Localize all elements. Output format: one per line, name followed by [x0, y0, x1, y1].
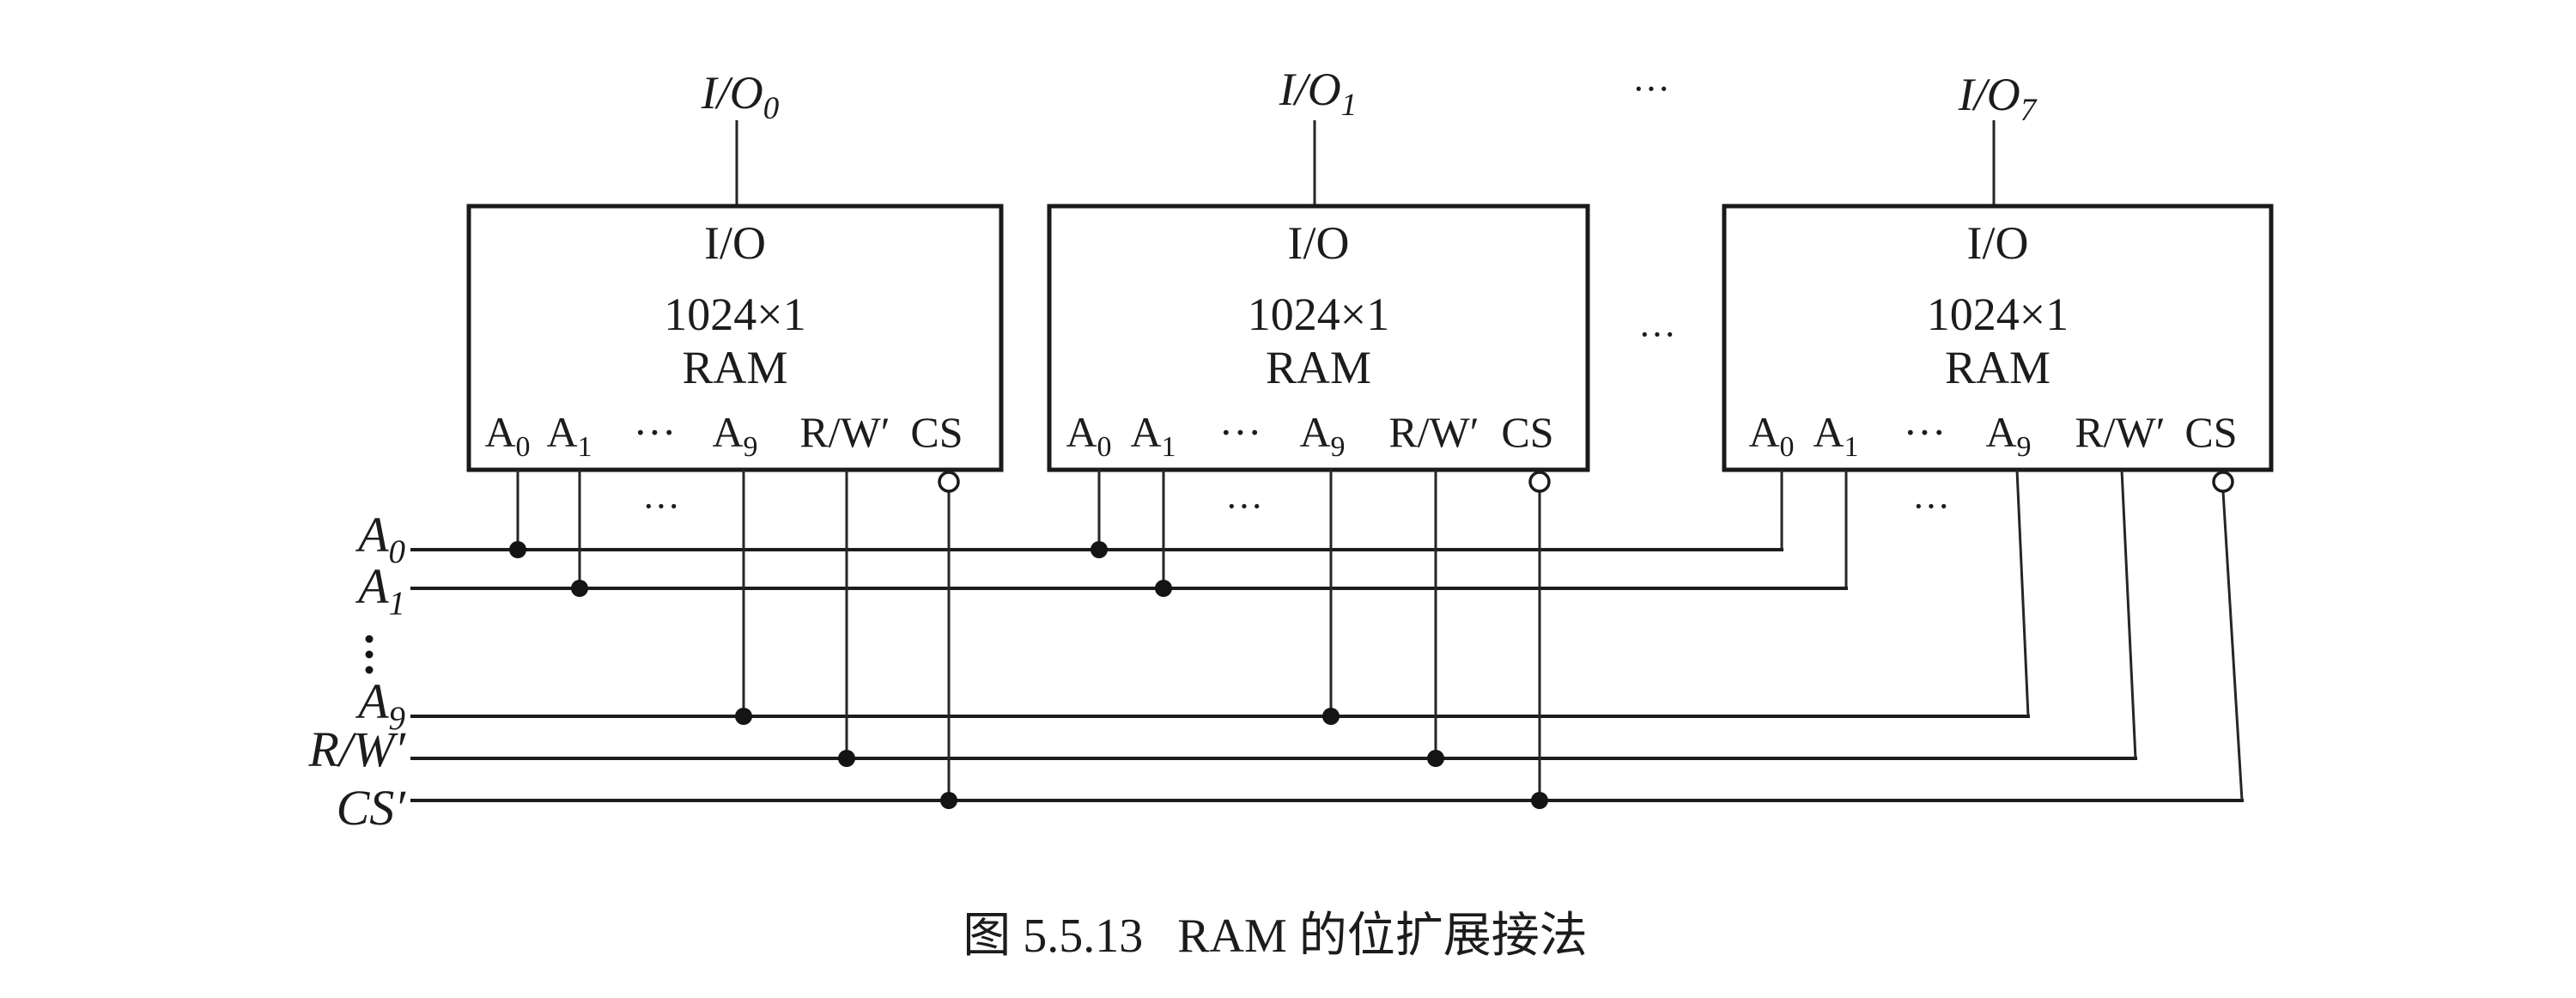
chip-pin-label: A9: [1985, 408, 2031, 463]
figure-caption: 图 5.5.13 RAM 的位扩展接法: [963, 910, 1588, 963]
pin-ellipsis: ···: [1225, 485, 1263, 527]
chip-pin-label: A1: [1813, 408, 1858, 463]
caption-number: 图 5.5.13: [963, 910, 1143, 963]
chip-ellipsis: ···: [1638, 313, 1676, 356]
io-output-label: I/O0: [701, 67, 780, 126]
ellipsis-marks: ··· ···: [1632, 68, 1676, 356]
io-output-label: I/O7: [1958, 69, 2038, 128]
chip-pin-label: ···: [1219, 408, 1262, 456]
ram-chip-box: [1047, 204, 1590, 472]
junction-dot: [735, 708, 752, 725]
chip-pin-label: CS: [2184, 408, 2237, 456]
chip-capacity-label: 1024×1: [664, 289, 805, 340]
active-low-bubble: [2212, 471, 2234, 493]
chip-type-label: RAM: [682, 342, 787, 393]
bus-label-a1: A1: [355, 558, 405, 622]
junction-dot: [1531, 792, 1548, 809]
vertical-ellipsis-dot: [365, 650, 374, 659]
chip-pin-label: A9: [1299, 408, 1345, 463]
bus-label-cs: CS′: [337, 780, 407, 836]
bus-label-a0: A0: [355, 507, 405, 570]
chip-pin-label: A1: [546, 408, 592, 463]
chip-pin-label: CS: [910, 408, 963, 456]
chip-io-port-label: I/O: [704, 217, 766, 269]
chip-pin-label: A1: [1130, 408, 1176, 463]
junction-dot: [1155, 580, 1172, 597]
io-label-ellipsis: ···: [1632, 68, 1670, 110]
chip-pin-label: ···: [634, 408, 677, 456]
junction-dot: [571, 580, 588, 597]
junction-dot: [838, 750, 855, 767]
chip-pin-label: A9: [712, 408, 757, 463]
pin-leg: [2015, 469, 2030, 717]
chip-pin-label: R/W′: [1388, 408, 1479, 456]
junction-dot: [940, 792, 957, 809]
chip-type-label: RAM: [1945, 342, 2050, 393]
active-low-bubble: [938, 471, 960, 493]
junction-dot: [509, 541, 526, 558]
cs-pin-leg: [2221, 490, 2244, 801]
chip-capacity-label: 1024×1: [1248, 289, 1389, 340]
chip-pin-label: A0: [1066, 408, 1111, 463]
ram-chip-box: [1722, 204, 2274, 472]
chip-io-port-label: I/O: [1288, 217, 1350, 269]
caption-text: RAM 的位扩展接法: [1177, 910, 1588, 963]
bus-label-a9: A9: [355, 673, 405, 737]
chip-pin-label: CS: [1501, 408, 1553, 456]
bus-label-rw: R/W′: [307, 721, 406, 777]
junction-dot: [1322, 708, 1340, 725]
chip-capacity-label: 1024×1: [1927, 289, 2069, 340]
io-output-label: I/O1: [1279, 64, 1357, 123]
chip-pin-label: ···: [1904, 408, 1947, 456]
chip-io-port-label: I/O: [1967, 217, 2029, 269]
chip-pin-label: A0: [484, 408, 530, 463]
pin-leg: [2120, 469, 2137, 759]
vertical-ellipsis-dot: [365, 635, 374, 643]
junction-dot: [1091, 541, 1108, 558]
ram-chip-box: [466, 204, 1004, 472]
pin-ellipsis: ···: [1912, 485, 1950, 527]
chip-pin-label: R/W′: [2075, 408, 2165, 456]
pin-ellipsis: ···: [642, 485, 680, 527]
chip-pin-label: R/W′: [799, 408, 890, 456]
bus-wires: [410, 548, 2244, 802]
chip-type-label: RAM: [1266, 342, 1371, 393]
chip-pin-label: A0: [1748, 408, 1794, 463]
junction-dot: [1427, 750, 1444, 767]
active-low-bubble: [1528, 471, 1551, 493]
vertical-ellipsis-dot: [365, 666, 374, 674]
